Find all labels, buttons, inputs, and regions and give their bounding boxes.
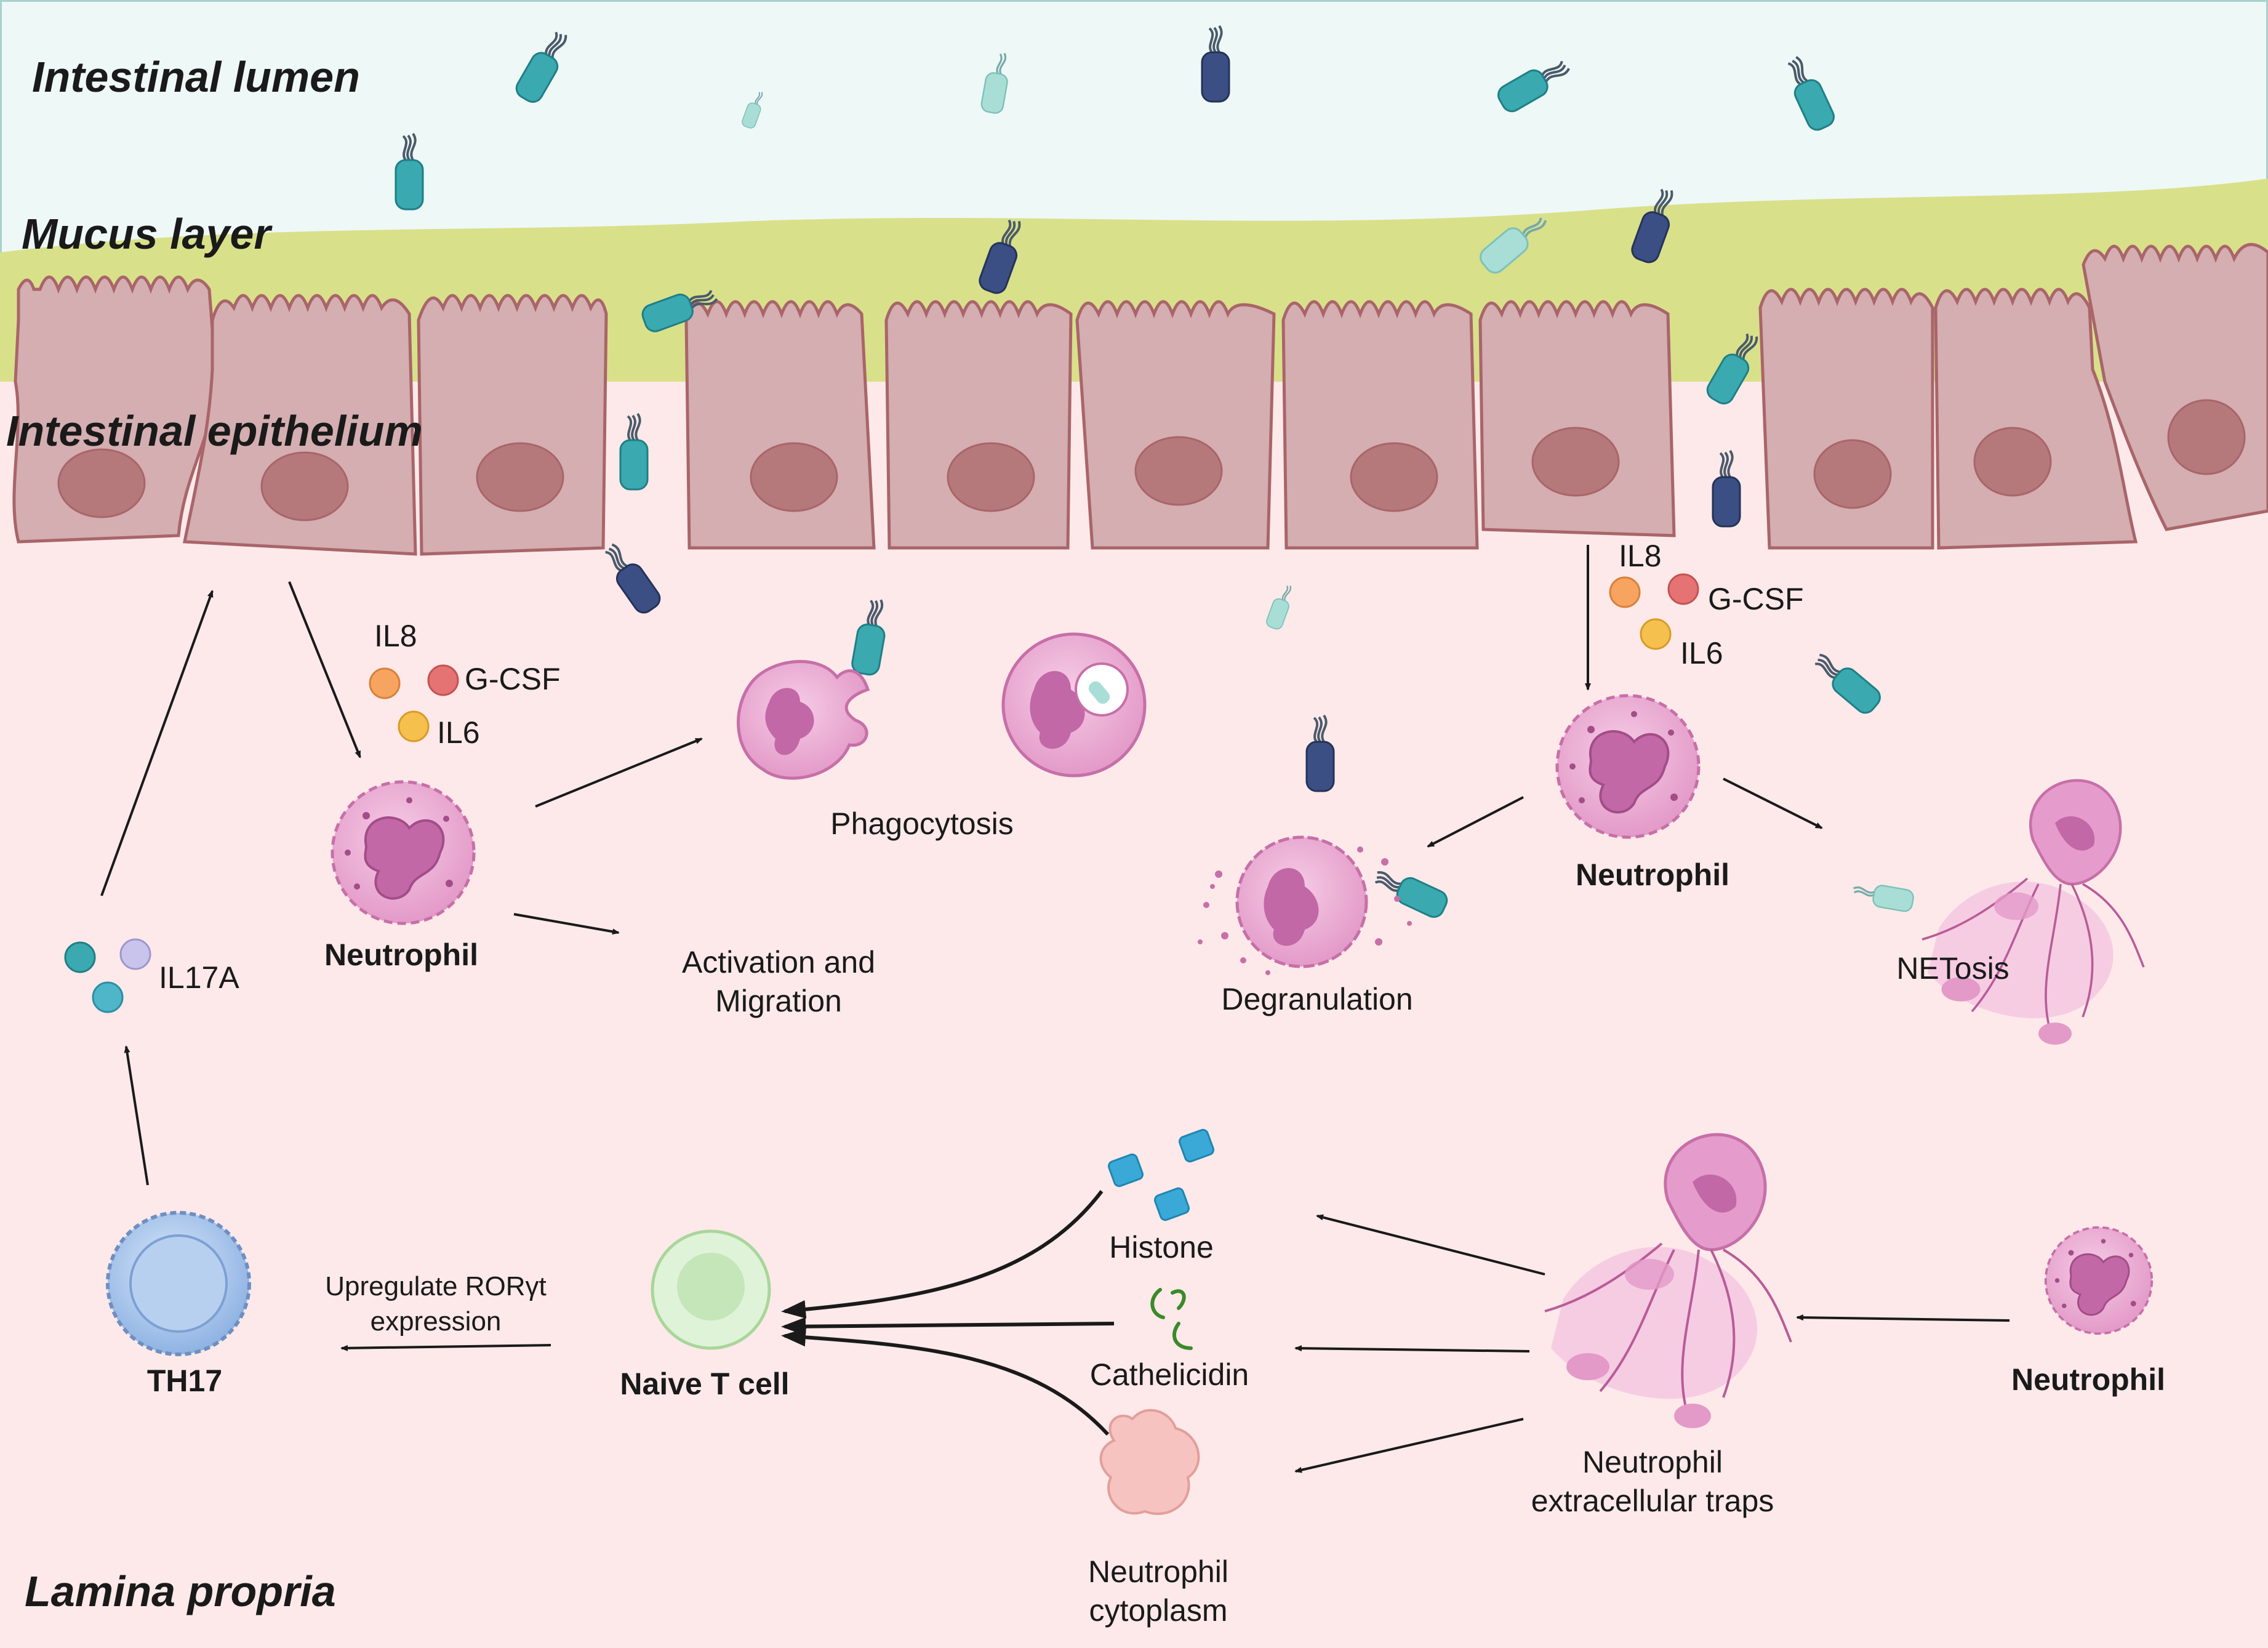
neutrophil-right-label: Neutrophil [1576,858,1729,892]
il6-left-label: IL6 [437,715,480,750]
activation-label-line2: Migration [715,984,842,1018]
neutrophil-bottom-label: Neutrophil [2011,1362,2165,1397]
naive-t-cell-label: Naive T cell [620,1367,790,1401]
degranulation-cell [1198,835,1412,975]
rorgt-label-line1: Upregulate RORγt [325,1271,547,1301]
lamina-label: Lamina propria [25,1567,336,1615]
gcsf-left-label: G-CSF [465,662,561,696]
activation-label-line1: Activation and [681,945,876,979]
net-label-line1: Neutrophil [1582,1445,1723,1479]
il17a-dots [64,938,151,1013]
degranulation-label: Degranulation [1221,982,1413,1016]
phagocytosis-cell-1 [737,660,870,780]
cytokines-right [1609,573,1699,650]
histone-label: Histone [1109,1230,1214,1264]
epithelium-label: Intestinal epithelium [6,407,423,455]
cytokines-left [369,664,459,742]
cytoplasm-blob [1099,1409,1200,1515]
mucus-label: Mucus layer [22,210,271,258]
il8-left-label: IL8 [374,619,417,653]
neutrophil-left-cell [332,782,474,923]
arrows [100,545,2010,1473]
il6-right-label: IL6 [1680,636,1723,670]
phagocytosis-cell-2 [1001,632,1147,778]
gcsf-right-label: G-CSF [1708,582,1804,616]
cytoplasm-label-line2: cytoplasm [1089,1593,1228,1628]
cytoplasm-label-line1: Neutrophil [1088,1554,1228,1589]
neutrophil-bottom-cell [2044,1226,2154,1335]
il8-right-label: IL8 [1619,539,1662,573]
converging-arrows [781,1190,1115,1436]
neutrophil-right-cell [1557,696,1699,837]
naive-t-cell-shape [651,1229,771,1350]
nuclei [57,399,2246,521]
neutrophil-left-label: Neutrophil [324,938,478,972]
il17a-label: IL17A [159,960,239,995]
rorgt-label-line2: expression [370,1306,502,1336]
th17-label: TH17 [146,1364,223,1398]
phagocytosis-label: Phagocytosis [830,806,1014,841]
cathelicidin-shapes [1150,1288,1193,1350]
th17-cell-shape [106,1211,251,1356]
cathelicidin-label: Cathelicidin [1089,1357,1249,1392]
netosis-label: NETosis [1896,951,2010,986]
histone-shapes [1108,1128,1214,1221]
net-label-line2: extracellular traps [1531,1484,1774,1518]
lumen-label: Intestinal lumen [32,53,360,101]
